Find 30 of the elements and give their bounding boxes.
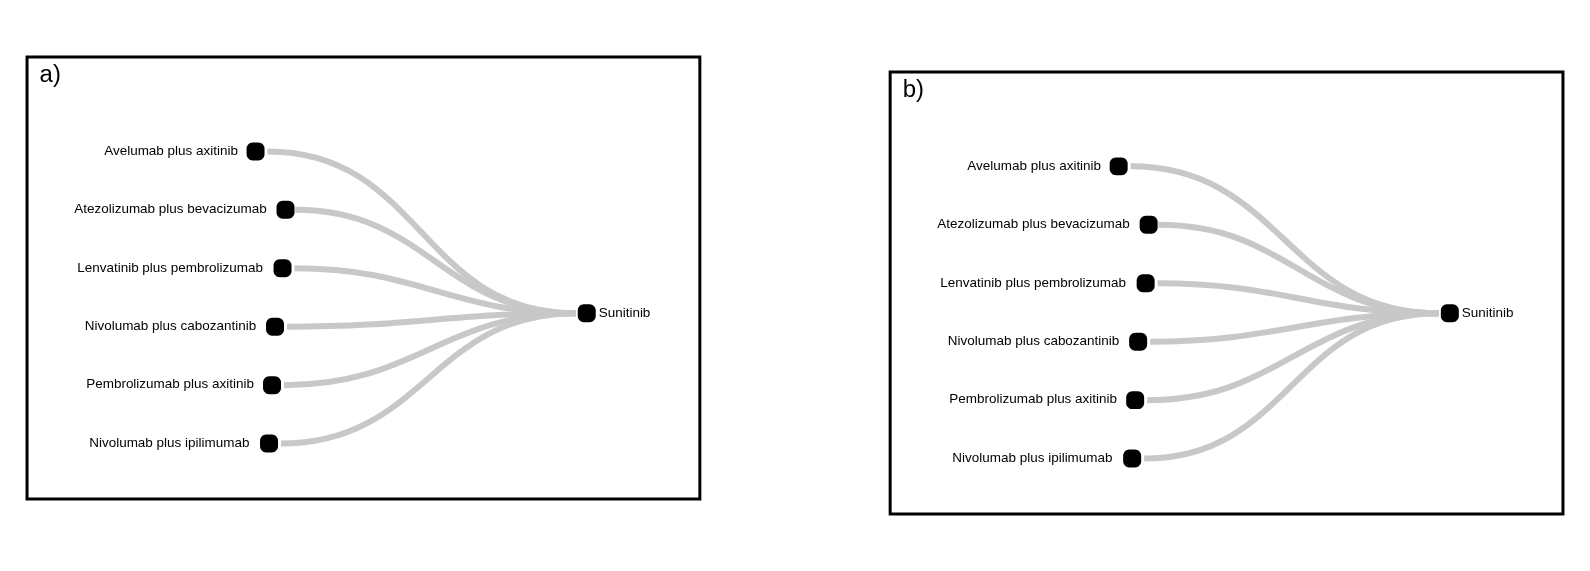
node-circle — [1136, 274, 1155, 293]
node-label: Nivolumab plus ipilimumab — [89, 434, 250, 450]
node-circle — [263, 376, 281, 395]
node-circle — [246, 142, 265, 161]
node-circle — [266, 317, 284, 336]
node-label: Atezolizumab plus bevacizumab — [937, 216, 1130, 232]
node-label: Atezolizumab plus bevacizumab — [74, 201, 267, 217]
connector — [280, 310, 576, 447]
node-circle — [1123, 449, 1142, 468]
node-circle — [1129, 332, 1148, 351]
node-label: Nivolumab plus cabozantinib — [947, 332, 1120, 348]
node-label: Nivolumab plus cabozantinib — [84, 318, 257, 333]
node-circle — [577, 304, 596, 323]
node-label: Sunitinib — [598, 304, 651, 320]
connector — [1143, 310, 1439, 462]
node-label: Avelumab plus axitinib — [104, 142, 238, 158]
node-circle — [1440, 304, 1459, 323]
node-circle — [1109, 157, 1128, 176]
node-label: Pembrolizumab plus axitinib — [86, 376, 254, 392]
node-circle — [1126, 391, 1145, 410]
node-label: Lenvatinib plus pembrolizumab — [77, 259, 263, 275]
node-label: Avelumab plus axitinib — [967, 157, 1102, 173]
node-circle — [273, 259, 292, 278]
node-label: Nivolumab plus ipilimumab — [952, 449, 1113, 465]
node-label: Lenvatinib plus pembrolizumab — [940, 274, 1127, 290]
node-label: Sunitinib — [1461, 304, 1514, 320]
node-circle — [1139, 215, 1158, 234]
node-label: Pembrolizumab plus axitinib — [949, 391, 1118, 407]
node-circle — [276, 200, 295, 219]
node-circle — [260, 434, 278, 453]
